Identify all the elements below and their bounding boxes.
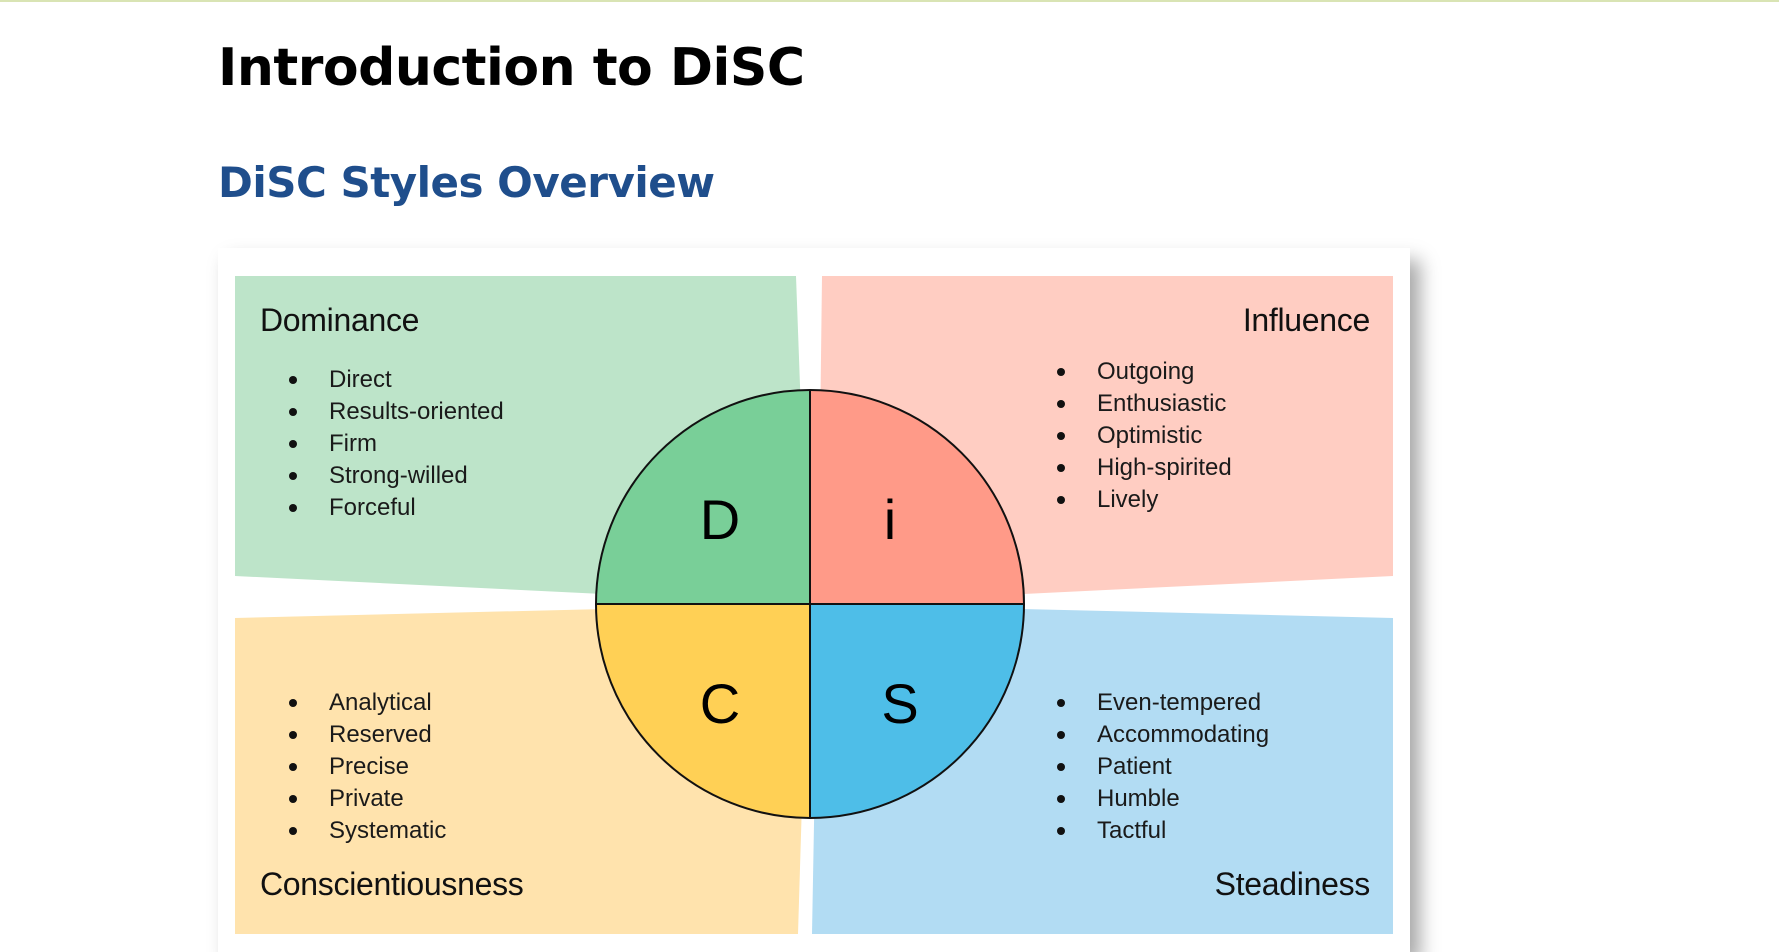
steadiness-circle-quarter [810,604,1024,818]
dominance-trait-list: Direct Results-oriented Firm Strong-will… [289,364,504,524]
disc-diagram: D i C S Dominance Direct Results-oriente… [218,248,1410,952]
top-rule [0,0,1779,2]
steadiness-trait-list: Even-tempered Accommodating Patient Humb… [1057,687,1269,847]
list-item: Even-tempered [1057,687,1269,719]
letter-s: S [881,672,918,735]
list-item: Accommodating [1057,719,1269,751]
list-item: Analytical [289,687,446,719]
list-item: Outgoing [1057,356,1232,388]
influence-circle-quarter [810,390,1024,604]
list-item: Lively [1057,484,1232,516]
list-item: Results-oriented [289,396,504,428]
list-item: Direct [289,364,504,396]
conscientiousness-trait-list: Analytical Reserved Precise Private Syst… [289,687,446,847]
steadiness-heading: Steadiness [1214,866,1371,902]
list-item: Systematic [289,815,446,847]
influence-trait-list: Outgoing Enthusiastic Optimistic High-sp… [1057,356,1232,516]
list-item: Private [289,783,446,815]
disc-diagram-graphic: D i C S [235,276,1393,934]
list-item: Strong-willed [289,460,504,492]
dominance-heading: Dominance [260,302,420,338]
page-title: Introduction to DiSC [218,38,805,98]
letter-i: i [884,488,896,551]
letter-c: C [700,672,740,735]
conscientiousness-heading: Conscientiousness [260,866,524,902]
list-item: Humble [1057,783,1269,815]
list-item: Patient [1057,751,1269,783]
list-item: Tactful [1057,815,1269,847]
list-item: Firm [289,428,504,460]
list-item: Optimistic [1057,420,1232,452]
list-item: Reserved [289,719,446,751]
conscientiousness-circle-quarter [596,604,810,818]
section-subtitle: DiSC Styles Overview [218,158,715,207]
list-item: Forceful [289,492,504,524]
dominance-circle-quarter [596,390,810,604]
list-item: Precise [289,751,446,783]
influence-heading: Influence [1242,302,1370,338]
letter-d: D [700,488,740,551]
list-item: High-spirited [1057,452,1232,484]
list-item: Enthusiastic [1057,388,1232,420]
